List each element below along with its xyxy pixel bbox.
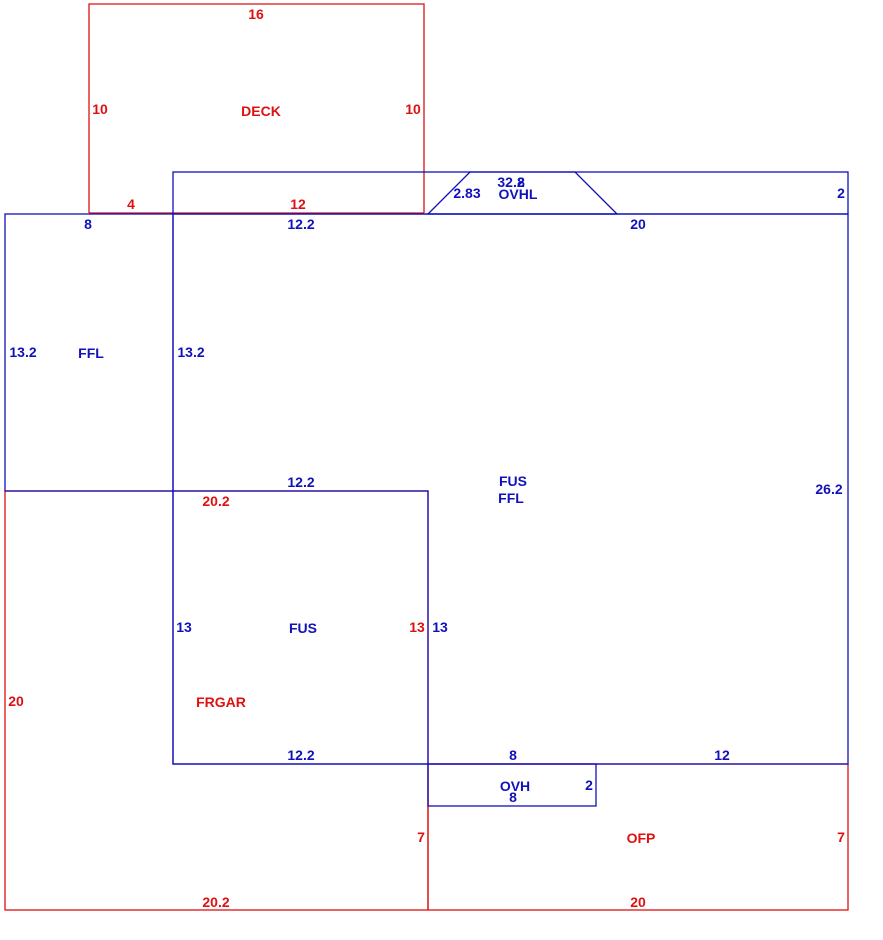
dim-deck-bottom-left: 4 bbox=[127, 196, 135, 212]
dim-deck-top: 16 bbox=[248, 6, 264, 22]
dim-deck-right: 10 bbox=[405, 101, 421, 117]
dim-ovhl-top-b: 8 bbox=[517, 174, 525, 190]
dim-main-bottom-left: 8 bbox=[509, 747, 517, 763]
dim-ofp-left: 7 bbox=[417, 829, 425, 845]
dim-main-bottom-right: 12 bbox=[714, 747, 730, 763]
dim-frgar-top: 20.2 bbox=[202, 493, 229, 509]
dim-fus-right: 13 bbox=[432, 619, 448, 635]
dim-deck-bottom: 12 bbox=[290, 196, 306, 212]
dim-fus-top: 12.2 bbox=[287, 474, 314, 490]
dim-ovhl-top-a: 32.2 bbox=[497, 174, 524, 190]
dim-fus-left: 13 bbox=[176, 619, 192, 635]
dim-ovhl-left: 2.83 bbox=[453, 185, 480, 201]
dim-ofp-right: 7 bbox=[837, 829, 845, 845]
dim-ffl-left-top: 8 bbox=[84, 216, 92, 232]
dim-ovh-bottom: 8 bbox=[509, 789, 517, 805]
dim-main-top-left: 12.2 bbox=[287, 216, 314, 232]
dim-main-right: 26.2 bbox=[815, 481, 842, 497]
deck-outline bbox=[88, 3, 425, 213]
dim-ffl-left-outer: 13.2 bbox=[9, 344, 36, 360]
area-label-fus-inner: FUS bbox=[289, 620, 317, 636]
area-label-deck: DECK bbox=[241, 103, 281, 119]
dim-frgar-bottom: 20.2 bbox=[202, 894, 229, 910]
dim-ovh-right: 2 bbox=[585, 777, 593, 793]
dim-ffl-left-inner: 13.2 bbox=[177, 344, 204, 360]
dim-deck-left: 10 bbox=[92, 101, 108, 117]
area-label-ovhl: OVHL bbox=[499, 186, 538, 202]
dim-ovhl-right: 2 bbox=[837, 185, 845, 201]
dim-main-top-right: 20 bbox=[630, 216, 646, 232]
dim-garage-inner-right: 13 bbox=[409, 619, 425, 635]
area-label-ofp: OFP bbox=[627, 830, 656, 846]
fus-inner-outline bbox=[172, 490, 429, 765]
area-label-ffl-left: FFL bbox=[78, 345, 104, 361]
area-label-ffl-main: FFL bbox=[498, 490, 524, 506]
dim-fus-bottom: 12.2 bbox=[287, 747, 314, 763]
area-label-fus-main: FUS bbox=[499, 473, 527, 489]
area-label-frgar: FRGAR bbox=[196, 694, 246, 710]
fus-ffl-main-outline bbox=[172, 213, 849, 765]
dim-ofp-bottom: 20 bbox=[630, 894, 646, 910]
dim-frgar-left: 20 bbox=[8, 693, 24, 709]
area-label-ovh: OVH bbox=[500, 778, 530, 794]
ovh-outline bbox=[427, 763, 597, 807]
